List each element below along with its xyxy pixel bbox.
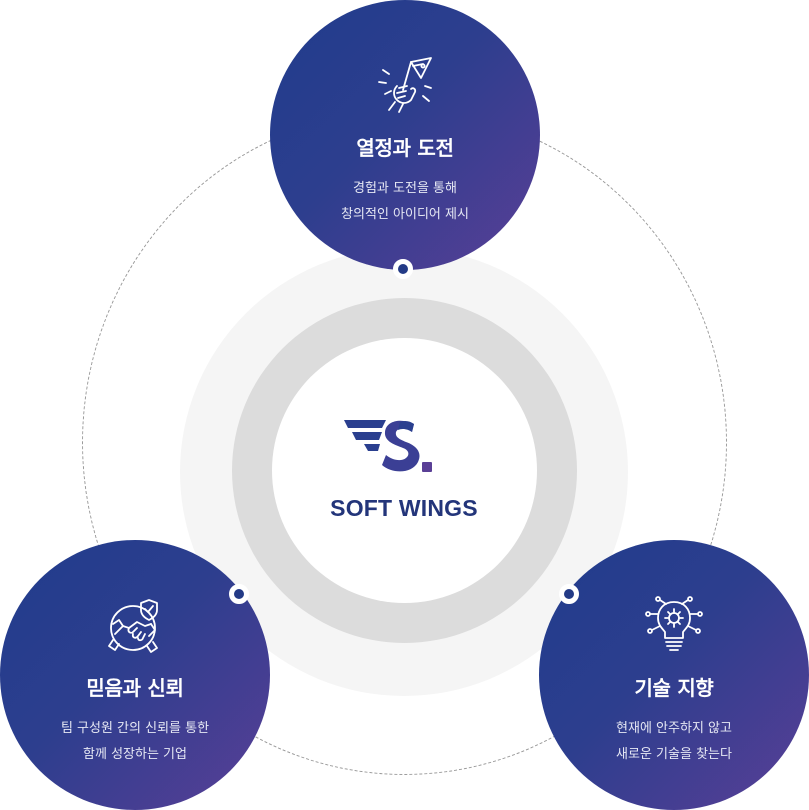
connector-dot-top xyxy=(393,259,413,279)
value-node-tech: 기술 지향 현재에 안주하지 않고 새로운 기술을 찾는다 xyxy=(539,540,809,810)
lightbulb-gear-icon xyxy=(645,596,703,651)
flag-hand-icon xyxy=(378,57,432,113)
value-title: 믿음과 신뢰 xyxy=(86,676,184,700)
value-node-trust: 믿음과 신뢰 팀 구성원 간의 신뢰를 통한 함께 성장하는 기업 xyxy=(0,540,270,810)
value-description-line: 현재에 안주하지 않고 xyxy=(616,721,732,736)
brand-name: SOFT WINGS xyxy=(330,495,478,521)
value-description-line: 함께 성장하는 기업 xyxy=(83,747,187,762)
connector-dot-right xyxy=(559,584,579,604)
value-description-line: 새로운 기술을 찾는다 xyxy=(616,747,732,762)
value-description: 팀 구성원 간의 신뢰를 통한 함께 성장하는 기업 xyxy=(0,716,270,768)
value-description: 경험과 도전을 통해 창의적인 아이디어 제시 xyxy=(270,176,540,228)
value-title: 기술 지향 xyxy=(634,676,714,700)
handshake-shield-icon xyxy=(108,599,158,653)
value-title: 열정과 도전 xyxy=(356,136,454,160)
soft-wings-logo-icon xyxy=(344,420,432,472)
value-description: 현재에 안주하지 않고 새로운 기술을 찾는다 xyxy=(539,716,809,768)
value-description-line: 창의적인 아이디어 제시 xyxy=(341,207,469,222)
connector-dot-left xyxy=(229,584,249,604)
value-description-line: 팀 구성원 간의 신뢰를 통한 xyxy=(60,721,210,736)
value-description-line: 경험과 도전을 통해 xyxy=(353,181,457,196)
value-node-passion: 열정과 도전 경험과 도전을 통해 창의적인 아이디어 제시 xyxy=(270,0,540,270)
